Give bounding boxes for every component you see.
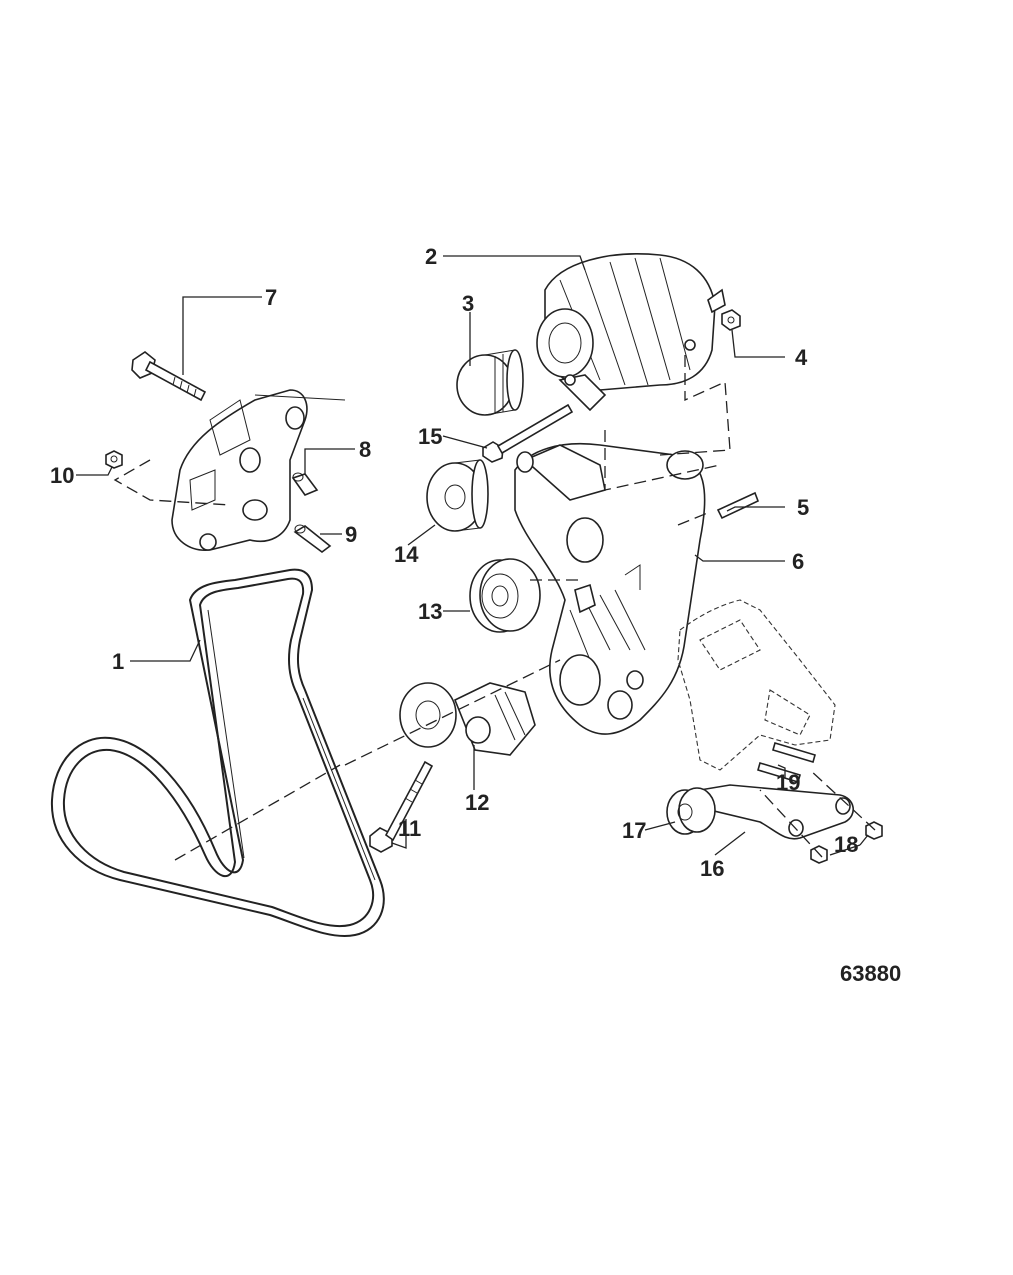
bolt-7 [131,351,207,402]
bolt-15 [482,403,574,463]
callout-2: 2 [425,244,437,269]
callout-14: 14 [394,542,419,567]
callout-1: 1 [112,649,124,674]
idler-pulley-13 [469,558,541,633]
studs-19 [757,742,816,783]
callout-16: 16 [700,856,724,881]
idler-bracket [698,784,854,840]
belt-tensioner [399,682,536,756]
callout-17: 17 [622,818,646,843]
callout-13: 13 [418,599,442,624]
alignment-lines [113,355,876,861]
nut-4 [721,309,741,331]
callout-15: 15 [418,424,442,449]
engine-mount-reference [677,599,836,771]
alternator-pulley [456,349,524,416]
callout-12: 12 [465,790,489,815]
leader-lines [76,255,869,856]
drive-belt [50,568,385,937]
callout-9: 9 [345,522,357,547]
callout-10: 10 [50,463,74,488]
callout-18: 18 [834,832,858,857]
stud-5 [716,491,760,520]
callout-7: 7 [265,285,277,310]
tensioner-bracket [171,389,346,551]
spacer-8 [291,472,319,496]
spacer-9 [293,524,332,553]
idler-pulley-17 [666,787,716,835]
alternator [536,253,726,412]
callouts: 1 2 3 4 5 6 7 8 9 10 11 12 13 14 15 16 1… [50,244,858,881]
bolt-11 [369,760,434,853]
callout-19: 19 [776,770,800,795]
callout-5: 5 [797,495,809,520]
callout-3: 3 [462,291,474,316]
figure-id: 63880 [840,961,901,986]
accessory-bracket [514,442,706,735]
idler-pulley-14 [426,459,489,532]
callout-11: 11 [398,816,421,841]
callout-6: 6 [792,549,804,574]
callout-8: 8 [359,437,371,462]
nut-10 [105,450,123,469]
callout-4: 4 [795,345,808,370]
